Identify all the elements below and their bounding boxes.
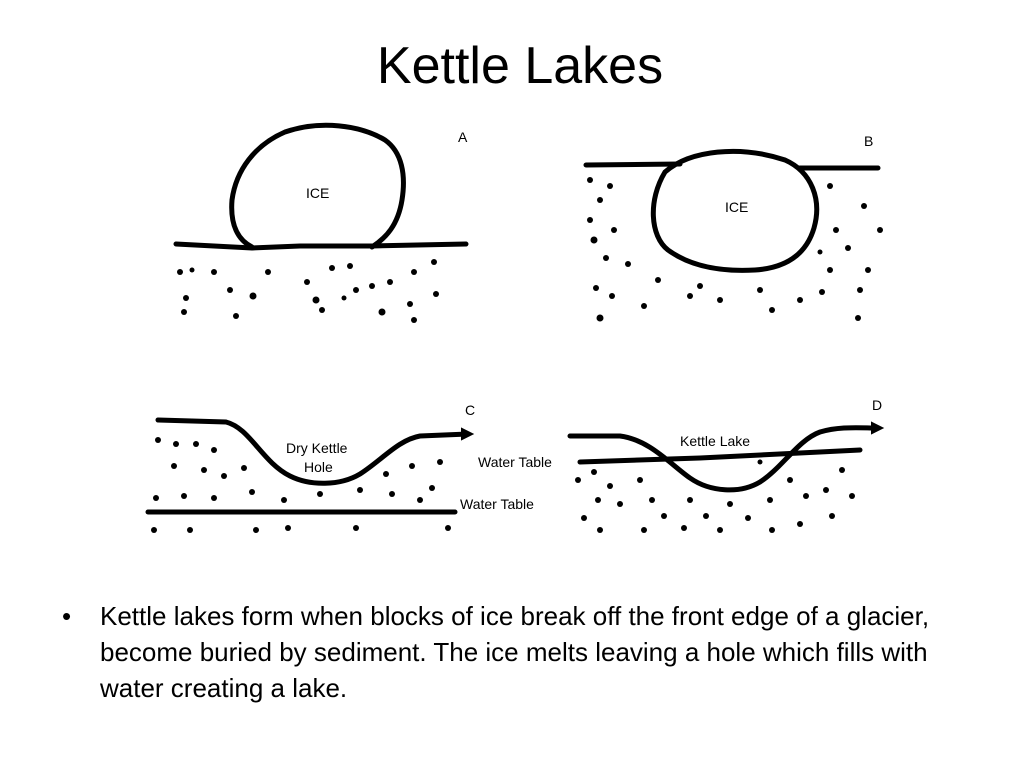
arrow-head-c [461,427,475,441]
arrow-head-d [871,421,885,435]
panel-b-letter: B [864,133,873,149]
panel-c-letter: C [465,402,475,418]
ice-label-b: ICE [725,199,748,215]
ground-line-b [583,161,881,171]
panel-a: A ICE [173,122,469,323]
kettle-lake-diagram: A ICE B ICE [145,122,885,533]
ice-block-b [650,148,820,273]
panel-d-letter: D [872,397,882,413]
sediment-d [575,459,855,533]
sediment-c [151,437,451,533]
bullet-marker: • [62,601,72,631]
dry-kettle-label-line2: Hole [304,459,333,475]
slide-title: Kettle Lakes [376,37,664,95]
dry-kettle-label-line1: Dry Kettle [286,440,348,456]
water-table-line-d [577,447,863,465]
ground-line-d [567,425,881,493]
panel-b: B ICE [583,133,883,322]
ice-label-a: ICE [306,185,329,201]
panel-d: D Kettle Lake Water Table [478,397,885,533]
ice-block-a [229,122,406,250]
ground-line-c [155,417,471,486]
water-table-label-d: Water Table [478,454,552,470]
sediment-b [587,177,883,322]
panel-c: C Dry Kettle Hole Water Table [145,402,534,533]
ground-line-a [173,241,469,251]
bullet-text: Kettle lakes form when blocks of ice bre… [100,601,930,703]
kettle-lake-label: Kettle Lake [680,433,750,449]
panel-a-letter: A [458,129,468,145]
water-table-label-c: Water Table [460,496,534,512]
sediment-a [177,259,439,323]
